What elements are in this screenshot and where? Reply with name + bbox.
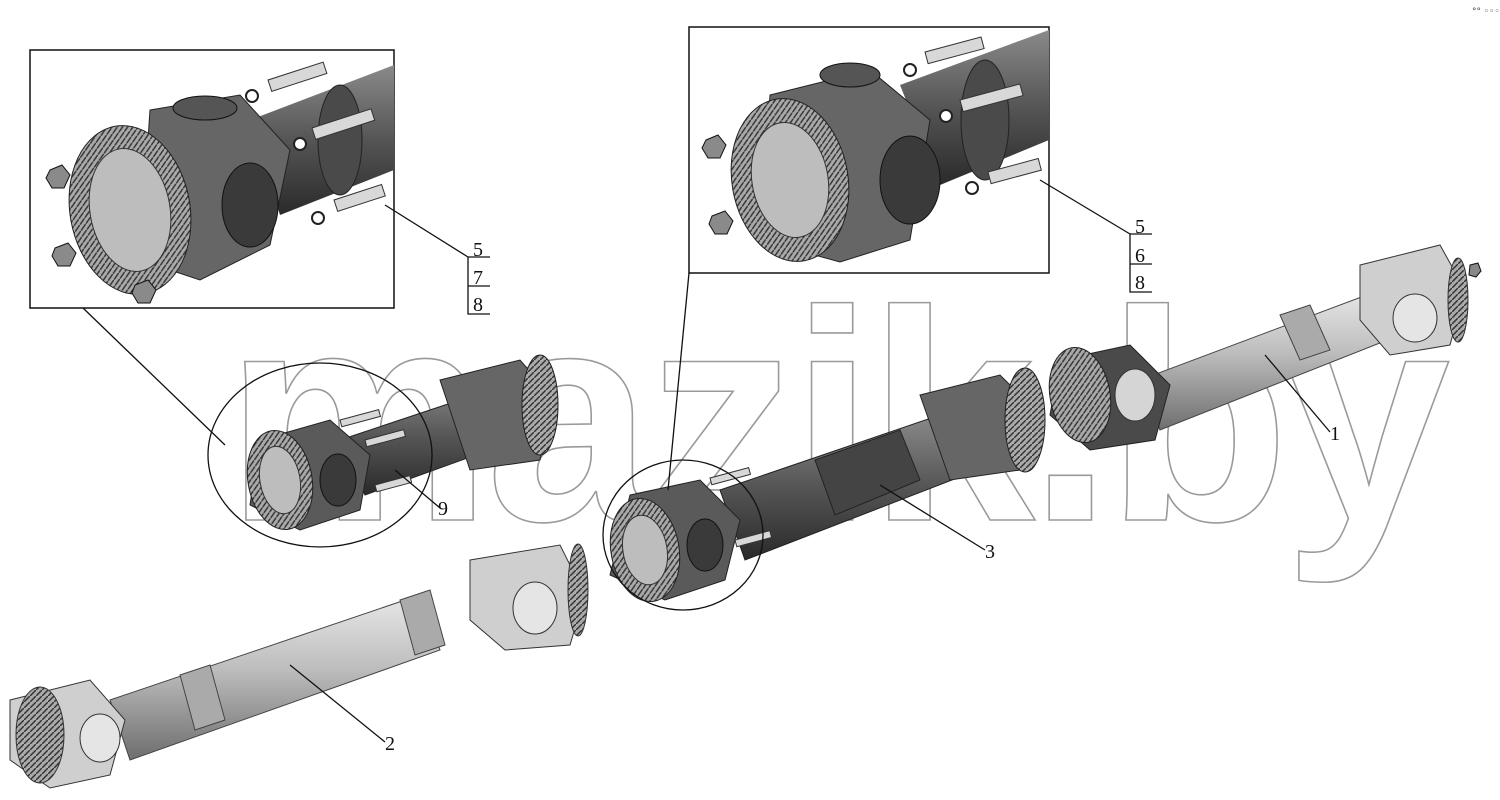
label-detail-left-1: 5	[473, 239, 483, 261]
label-detail-left-3: 8	[473, 294, 483, 316]
leader-lines	[82, 179, 1331, 743]
detail-inset-left	[29, 49, 395, 309]
callout-part-2: 2	[385, 733, 395, 755]
callout-part-3: 3	[985, 541, 995, 563]
shaft-2	[9, 543, 589, 789]
callout-part-1: 1	[1330, 423, 1340, 445]
callout-part-9: 9	[438, 498, 448, 520]
shaft-3	[602, 367, 1046, 611]
label-detail-left-2: 7	[473, 267, 483, 289]
label-detail-right-3: 8	[1135, 272, 1145, 294]
detail-inset-right	[688, 26, 1050, 274]
corner-mark: °° ◦◦◦	[1472, 7, 1500, 17]
label-detail-right-1: 5	[1135, 216, 1145, 238]
shaft-assembly-left	[207, 354, 559, 548]
label-detail-right-2: 6	[1135, 245, 1145, 267]
